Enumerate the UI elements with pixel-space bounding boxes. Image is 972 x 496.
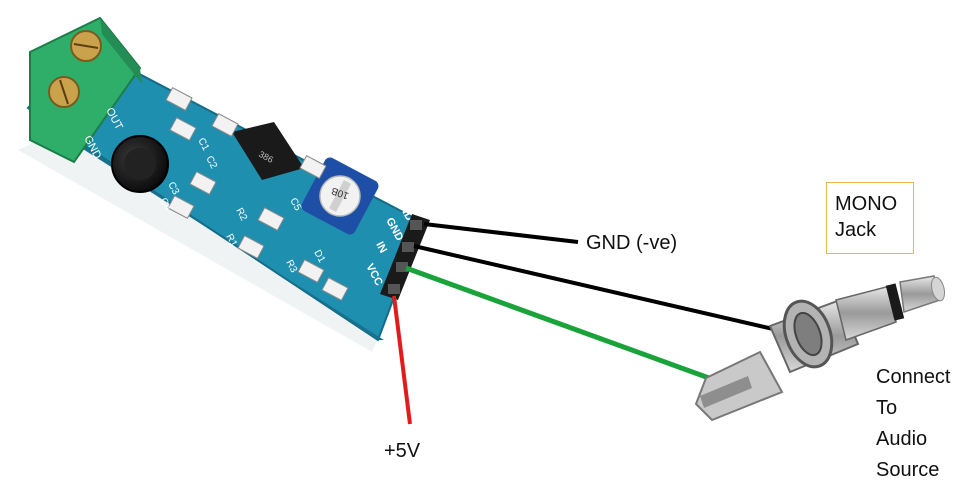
plus5v-label: +5V — [384, 440, 421, 462]
svg-text:C1: C1 — [195, 136, 211, 153]
connect-audio-source-label: Connect To Audio Source — [876, 362, 951, 486]
svg-text:C2: C2 — [203, 154, 219, 171]
svg-text:D1: D1 — [311, 248, 327, 265]
svg-text:R1: R1 — [223, 232, 239, 249]
connect-label-line: To — [876, 397, 898, 419]
connect-label-line: Audio — [876, 428, 928, 450]
wire-signal — [405, 265, 743, 393]
svg-text:R2: R2 — [233, 206, 249, 223]
svg-text:C4: C4 — [157, 196, 173, 213]
mono-jack — [694, 275, 946, 422]
connect-label-line: Source — [876, 459, 940, 481]
lm386-amplifier-board: 386 10B GND — [18, 16, 430, 352]
svg-text:C5: C5 — [287, 196, 303, 213]
mono-jack-label-line: MONO — [835, 193, 898, 215]
svg-text:C3: C3 — [165, 180, 181, 197]
screw-terminal — [29, 16, 142, 164]
wire-gnd-jack — [413, 244, 787, 334]
connect-label-line: Connect — [876, 366, 951, 388]
svg-text:R3: R3 — [283, 258, 299, 275]
potentiometer: 10B — [301, 157, 379, 235]
gnd-label: GND (-ve) — [586, 232, 678, 254]
mono-jack-label-line: Jack — [835, 219, 877, 241]
wire-gnd-label — [423, 222, 579, 244]
smd-components — [165, 86, 349, 302]
wire-vcc — [392, 295, 412, 425]
mono-jack-label-box: MONO Jack — [826, 182, 914, 254]
header-pins — [380, 214, 430, 300]
pin-label-in: IN — [373, 240, 389, 255]
ic-chip — [232, 122, 304, 180]
